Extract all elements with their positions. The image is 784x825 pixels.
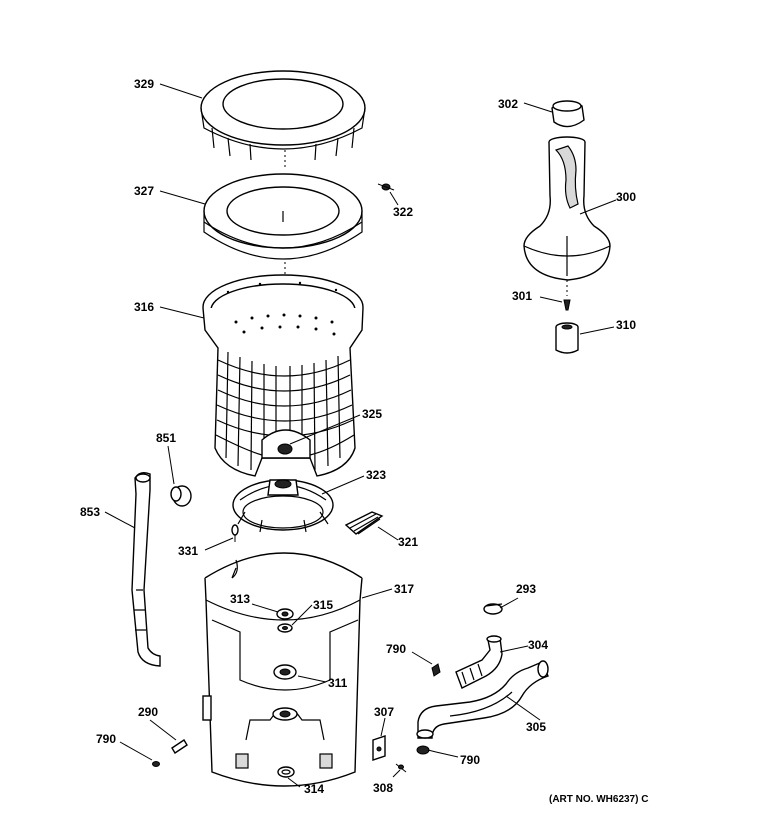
part-317-outer-tub [202,552,363,787]
callout-313: 313 [230,592,250,606]
leader-327 [159,190,206,205]
leader-300 [579,199,617,215]
part-311-seal [273,664,297,680]
callout-304: 304 [528,638,548,652]
leader-304 [499,645,529,653]
callout-851: 851 [156,431,176,445]
part-304-hose-elbow [455,635,503,689]
callout-316: 316 [134,300,154,314]
part-321-clip [344,511,384,535]
callout-310: 310 [616,318,636,332]
leader-316 [159,306,205,319]
part-851-grommet [170,485,192,507]
leader-305 [505,695,541,721]
callout-853: 853 [80,505,100,519]
leader-851 [167,445,175,485]
part-290-pin [171,739,188,754]
callout-322: 322 [393,205,413,219]
part-329-tub-cover [200,70,366,161]
part-322-screw [377,183,395,191]
part-790-screw-left [152,761,160,767]
leader-790-left [119,741,153,761]
part-316-wash-basket [202,274,364,477]
leader-323 [321,475,365,495]
callout-331: 331 [178,544,198,558]
part-314-gasket [277,766,295,778]
leader-313 [251,603,279,613]
callout-300: 300 [616,190,636,204]
callout-305: 305 [526,720,546,734]
callout-314: 314 [304,782,324,796]
callout-labels: 329 327 322 316 325 851 853 323 321 331 … [80,77,636,796]
leader-314 [287,777,301,788]
callout-325: 325 [362,407,382,421]
callout-290: 290 [138,705,158,719]
leader-311 [297,675,327,683]
callout-329: 329 [134,77,154,91]
part-293-clamp [483,603,503,615]
leader-315 [291,604,313,626]
part-323-hub [232,479,334,533]
callout-321: 321 [398,535,418,549]
part-315-washer [277,623,293,633]
part-308-screw [395,763,407,773]
leader-317 [361,588,393,599]
callout-317: 317 [394,582,414,596]
callout-311: 311 [328,676,348,690]
callout-315: 315 [313,598,333,612]
leader-302 [523,102,553,113]
callout-790-right: 790 [460,753,480,767]
leader-321 [377,526,399,541]
part-331-screw [231,524,239,542]
callout-302: 302 [498,97,518,111]
leader-331 [204,537,234,551]
callout-301: 301 [512,289,532,303]
leader-329 [159,83,203,99]
part-305-drain-hose [416,660,549,739]
part-313-nut [276,608,294,620]
leader-290 [149,719,177,741]
leader-308 [392,769,401,778]
callout-790-left: 790 [96,732,116,746]
leader-790-mid [411,651,433,665]
part-tub-bearing [272,707,298,721]
callout-323: 323 [366,468,386,482]
leader-853 [104,511,136,529]
part-790-screw-right [416,745,437,755]
callout-293: 293 [516,582,536,596]
leader-790-right [435,751,459,758]
part-301-screw [563,299,571,311]
leader-293 [499,597,519,609]
callout-327: 327 [134,184,154,198]
leader-310 [579,326,615,335]
callout-307: 307 [374,705,394,719]
callout-308: 308 [373,781,393,795]
part-300-agitator [523,136,611,281]
part-853-fill-hose [131,471,161,667]
part-302-agitator-cap [551,100,585,128]
leader-322 [389,191,399,206]
callout-790-mid: 790 [386,642,406,656]
leader-307 [380,717,386,737]
part-307-bracket [372,735,386,761]
leader-301 [539,296,563,303]
art-number: (ART NO. WH6237) C [549,794,648,805]
part-310-coupling [555,322,579,354]
leader-325 [289,414,361,445]
part-327-balance-ring [203,173,363,260]
part-790-screw-mid [431,663,441,677]
